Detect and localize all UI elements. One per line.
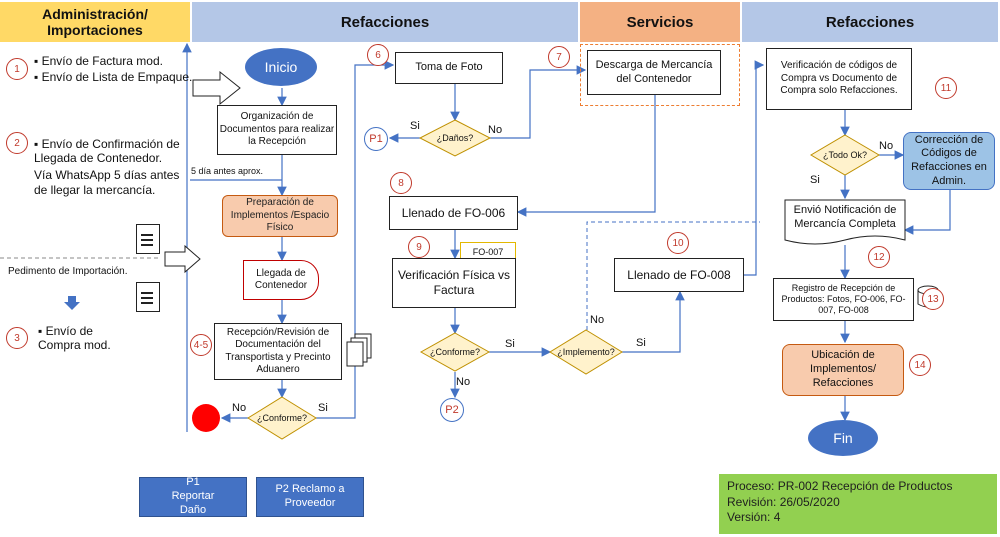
- conforme-decision-2: ¿Conforme?: [429, 347, 481, 357]
- step-number-3: 3: [6, 327, 28, 349]
- llenado-fo006-box: Llenado de FO-006: [389, 196, 518, 230]
- label-no: No: [456, 376, 471, 388]
- conforme-decision-1: ¿Conforme?: [256, 413, 308, 423]
- step2-note: Vía WhatsApp 5 días antes de llegar la m…: [34, 168, 180, 197]
- danos-decision: ¿Daños?: [436, 133, 474, 143]
- step-number-2: 2: [6, 132, 28, 154]
- llenado-fo008-box: Llenado de FO-008: [614, 258, 744, 292]
- p2-supplier-claim-button[interactable]: P2 Reclamo a Proveedor: [256, 477, 364, 517]
- label-si: Si: [318, 402, 328, 414]
- process-info: Proceso: PR-002 Recepción de Productos R…: [719, 474, 997, 534]
- label-si: Si: [410, 120, 420, 132]
- document-icon: [136, 282, 160, 312]
- step1-item-1: ▪ Envío de Lista de Empaque.: [34, 70, 193, 84]
- step-number-9: 9: [408, 236, 430, 258]
- preparacion-box: Preparación de Implementos /Espacio Físi…: [222, 195, 338, 237]
- step-number-8: 8: [390, 172, 412, 194]
- lane-header-admin: Administración/ Importaciones: [0, 2, 190, 42]
- correccion-box: Corrección de Códigos de Refacciones en …: [903, 132, 995, 190]
- pedimento-label: Pedimento de Importación.: [8, 266, 128, 277]
- toma-foto-box: Toma de Foto: [395, 52, 503, 84]
- label-si: Si: [505, 338, 515, 350]
- process-version: Versión: 4: [727, 510, 781, 525]
- stop-circle: [192, 404, 220, 432]
- end-terminal: Fin: [808, 420, 878, 456]
- envio-notificacion-text: Envió Notificación de Mercancía Completa: [793, 204, 897, 230]
- verificacion-codigos-box: Verificación de códigos de Compra vs Doc…: [766, 48, 912, 110]
- step-number-11: 11: [935, 77, 957, 99]
- descarga-box: Descarga de Mercancía del Contenedor: [587, 50, 721, 95]
- label-si: Si: [810, 174, 820, 186]
- step-number-7: 7: [548, 46, 570, 68]
- label-no: No: [488, 124, 503, 136]
- recepcion-box: Recepción/Revisión de Documentación del …: [214, 323, 342, 380]
- step-number-12: 12: [868, 246, 890, 268]
- document-icon: [136, 224, 160, 254]
- organizacion-box: Organización de Documentos para realizar…: [217, 105, 337, 155]
- step1-item-0: ▪ Envío de Factura mod.: [34, 54, 163, 68]
- days-note: 5 día antes aprox.: [191, 166, 264, 176]
- lane-header-refacciones-1: Refacciones: [192, 2, 578, 42]
- process-revision: Revisión: 26/05/2020: [727, 494, 840, 509]
- implemento-decision: ¿Implemento?: [557, 347, 615, 357]
- step-number-10: 10: [667, 232, 689, 254]
- registro-box: Registro de Recepción de Productos: Foto…: [773, 278, 914, 321]
- p2-connector: P2: [440, 398, 464, 422]
- p1-report-damage-button[interactable]: P1 Reportar Daño: [139, 476, 247, 517]
- label-no: No: [590, 314, 605, 326]
- servicios-dashed-frame: [580, 44, 740, 106]
- process-code: Proceso: PR-002 Recepción de Productos: [727, 479, 953, 493]
- step-number-13: 13: [922, 288, 944, 310]
- start-terminal: Inicio: [245, 48, 317, 86]
- step-number-1: 1: [6, 58, 28, 80]
- step-number-6: 6: [367, 44, 389, 66]
- lane-header-servicios: Servicios: [580, 2, 740, 42]
- step-number-14: 14: [909, 354, 931, 376]
- step-number-4-5: 4-5: [190, 334, 212, 356]
- verificacion-fisica-box: Verificación Física vs Factura: [392, 258, 516, 308]
- label-no: No: [232, 402, 247, 414]
- label-no: No: [879, 140, 894, 152]
- label-si: Si: [636, 337, 646, 349]
- step3-item: ▪ Envío de Compra mod.: [38, 324, 111, 352]
- p1-connector: P1: [364, 127, 388, 151]
- llegada-contenedor: Llegada de Contenedor: [243, 260, 319, 300]
- todo-ok-decision: ¿Todo Ok?: [822, 150, 868, 160]
- step2-item: ▪ Envío de Confirmación de Llegada de Co…: [34, 137, 180, 165]
- ubicacion-box: Ubicación de Implementos/ Refacciones: [782, 344, 904, 396]
- lane-header-refacciones-2: Refacciones: [742, 2, 998, 42]
